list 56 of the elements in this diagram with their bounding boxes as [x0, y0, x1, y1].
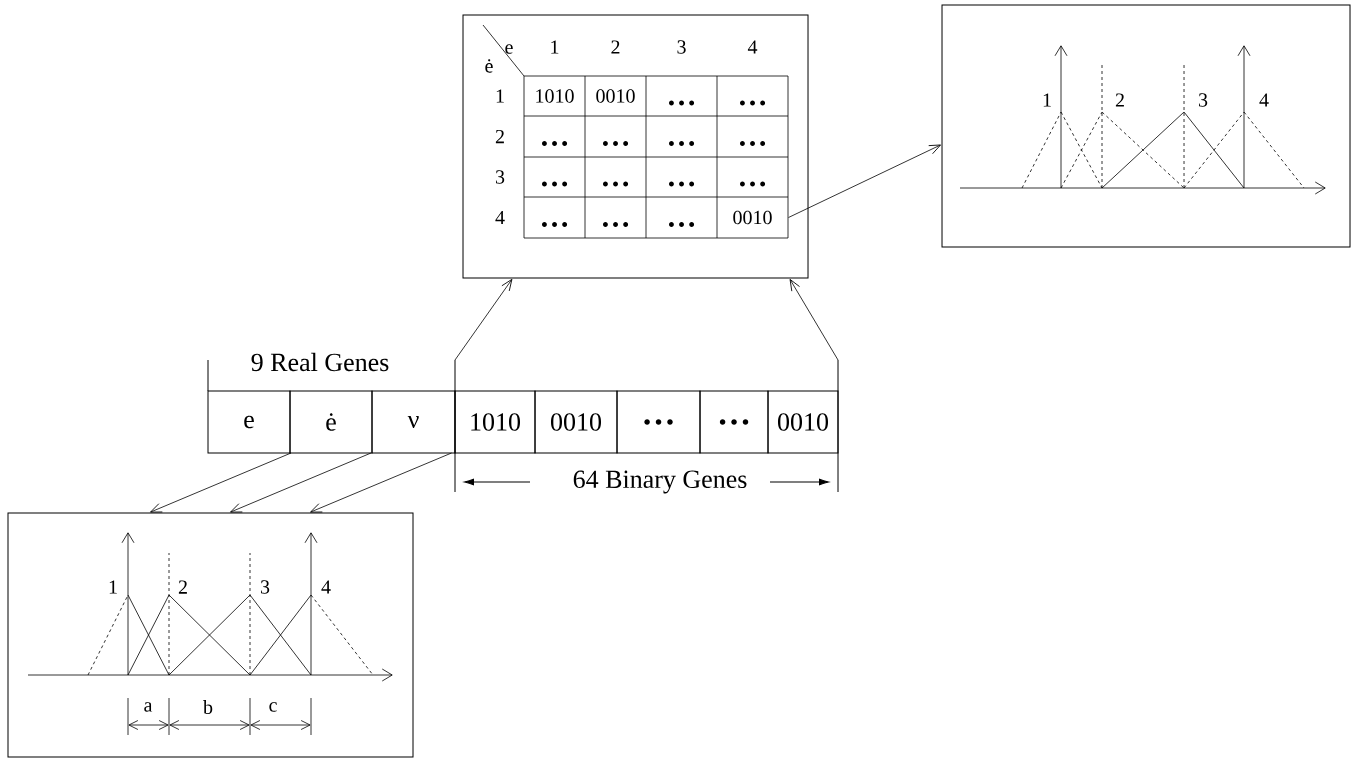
arrow	[230, 452, 372, 513]
gene-cell: 0010	[534, 390, 618, 454]
curve-label: 4	[321, 580, 331, 594]
section-label: 9 Real Genes	[251, 352, 389, 372]
gene-cell: …	[616, 390, 701, 454]
gene-cell: …	[699, 390, 769, 454]
panel-frame	[941, 4, 1351, 248]
table-cell: …	[542, 141, 568, 146]
table-cell: …	[740, 141, 766, 146]
table-cell: …	[669, 100, 695, 106]
table-cell: …	[603, 181, 629, 187]
table-cell: 0010	[733, 210, 772, 225]
table-cell: …	[740, 100, 766, 106]
table-header: e	[505, 44, 513, 54]
table-cell: …	[669, 222, 695, 227]
table-cell: …	[542, 222, 568, 227]
table-header: 1	[496, 89, 504, 103]
table-header: 2	[611, 40, 620, 54]
arrow	[150, 452, 292, 513]
table-header: 3	[677, 40, 686, 54]
gene-cell: ν	[371, 390, 456, 454]
table-cell: …	[603, 141, 629, 146]
arrow	[789, 279, 839, 361]
curve-label: c	[269, 702, 277, 712]
arrow	[454, 278, 513, 361]
curve-label: 2	[1115, 93, 1124, 107]
curve-label: 2	[178, 580, 187, 594]
table-header: ė	[485, 59, 493, 73]
table-cell: …	[669, 181, 695, 187]
curve-label: b	[203, 699, 213, 715]
gene-cell: 1010	[454, 390, 536, 454]
table-cell: 0010	[596, 89, 635, 103]
curve-label: 3	[1198, 93, 1208, 107]
table-header: 4	[495, 210, 505, 225]
gene-cell: ė	[289, 390, 373, 454]
curve-label: 4	[1259, 93, 1269, 107]
table-cell: …	[740, 181, 766, 187]
table-cell: 1010	[536, 89, 574, 103]
gene-cell: e	[207, 390, 291, 454]
panel-frame	[462, 14, 809, 279]
table-cell: …	[542, 181, 568, 187]
table-header: 2	[495, 129, 504, 144]
table-header: 4	[747, 40, 758, 54]
curve-label: 1	[1043, 93, 1051, 107]
table-header: 3	[495, 170, 505, 184]
curve-label: 3	[260, 580, 270, 594]
panel-frame	[7, 512, 414, 758]
curve-label: a	[144, 702, 153, 712]
section-label: 64 Binary Genes	[573, 470, 747, 494]
curve-label: 1	[109, 580, 117, 594]
table-cell: …	[603, 222, 629, 227]
gene-cell: 0010	[767, 390, 839, 454]
arrow	[788, 144, 941, 218]
table-header: 1	[551, 40, 559, 54]
table-cell: …	[669, 141, 695, 146]
arrow	[310, 452, 452, 513]
